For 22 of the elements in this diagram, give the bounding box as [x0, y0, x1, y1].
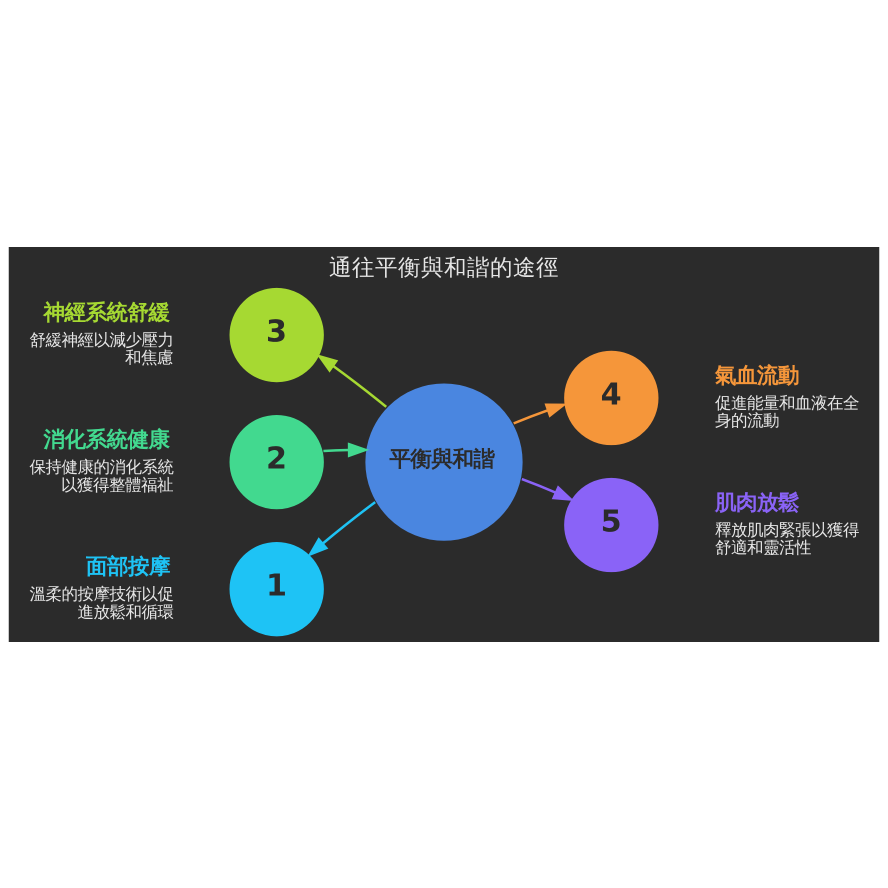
arrow [307, 500, 376, 556]
node-circle: 平衡與和諧 [364, 382, 524, 542]
node-label: 保持健康的消化系統以獲得整體福祉 [30, 457, 174, 494]
node-circle: 4 [562, 349, 660, 446]
node-label: 溫柔的按摩技術以促進放鬆和循環 [30, 584, 174, 621]
node-label: 神經系統舒緩 [43, 300, 170, 325]
arrow [521, 477, 574, 500]
node-label: 釋放肌肉緊張以獲得舒適和靈活性 [715, 520, 860, 557]
diagram-title: 通往平衡與和諧的途徑 [329, 254, 559, 281]
node-circle: 5 [562, 476, 660, 573]
node-label: 面部按摩 [86, 554, 170, 580]
node-label: 促進能量和血液在全身的流動 [715, 393, 860, 430]
arrow [323, 442, 370, 457]
node-label: 氣血流動 [715, 362, 800, 388]
node-circle: 3 [228, 286, 326, 383]
arrow [316, 354, 388, 408]
node-circle: 1 [228, 540, 326, 638]
node-label: 消化系統健康 [43, 427, 170, 452]
arrow [513, 402, 568, 424]
node-circle: 2 [228, 413, 326, 510]
node-label: 肌肉放鬆 [715, 490, 800, 515]
node-label: 舒緩神經以減少壓力和焦慮 [30, 330, 174, 367]
